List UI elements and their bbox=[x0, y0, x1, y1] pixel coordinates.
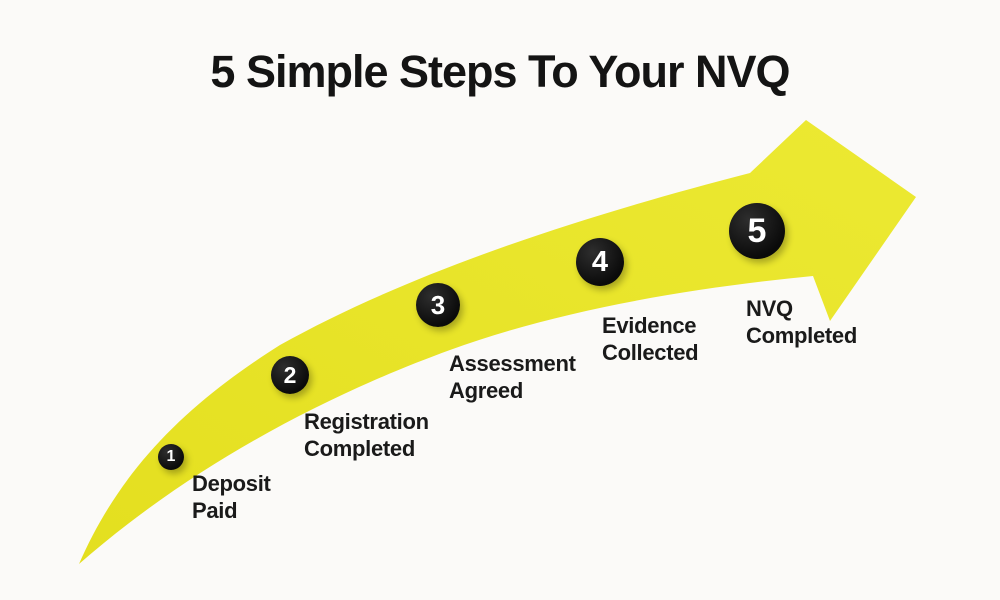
step-4-label-line2: Collected bbox=[602, 340, 699, 365]
step-3-label-line1: Assessment bbox=[449, 351, 576, 376]
step-4-label-line1: Evidence bbox=[602, 313, 697, 338]
step-2-label-line2: Completed bbox=[304, 436, 415, 461]
step-1-number: 1 bbox=[166, 448, 176, 465]
step-1-badge: 1 bbox=[158, 444, 184, 470]
step-3-label-line2: Agreed bbox=[449, 378, 523, 403]
step-5-badge: 5 bbox=[729, 203, 785, 259]
step-2-label-line1: Registration bbox=[304, 409, 429, 434]
step-3-number: 3 bbox=[430, 289, 446, 320]
page-title: 5 Simple Steps To Your NVQ bbox=[210, 46, 790, 97]
step-2-label: Registration Completed bbox=[304, 408, 429, 462]
step-4-number: 4 bbox=[591, 245, 609, 278]
step-5-label: NVQ Completed bbox=[746, 295, 857, 349]
step-2-number: 2 bbox=[283, 361, 297, 388]
step-3-label: Assessment Agreed bbox=[449, 350, 576, 404]
step-2-badge: 2 bbox=[271, 356, 309, 394]
step-5-label-line1: NVQ bbox=[746, 296, 793, 321]
step-1-label: Deposit Paid bbox=[192, 470, 271, 524]
step-4-label: Evidence Collected bbox=[602, 312, 699, 366]
step-3-badge: 3 bbox=[416, 283, 460, 327]
step-1-label-line1: Deposit bbox=[192, 471, 271, 496]
step-5-label-line2: Completed bbox=[746, 323, 857, 348]
step-5-number: 5 bbox=[747, 211, 767, 250]
arrow-shape bbox=[79, 120, 916, 564]
step-4-badge: 4 bbox=[576, 238, 624, 286]
step-1-label-line2: Paid bbox=[192, 498, 238, 523]
